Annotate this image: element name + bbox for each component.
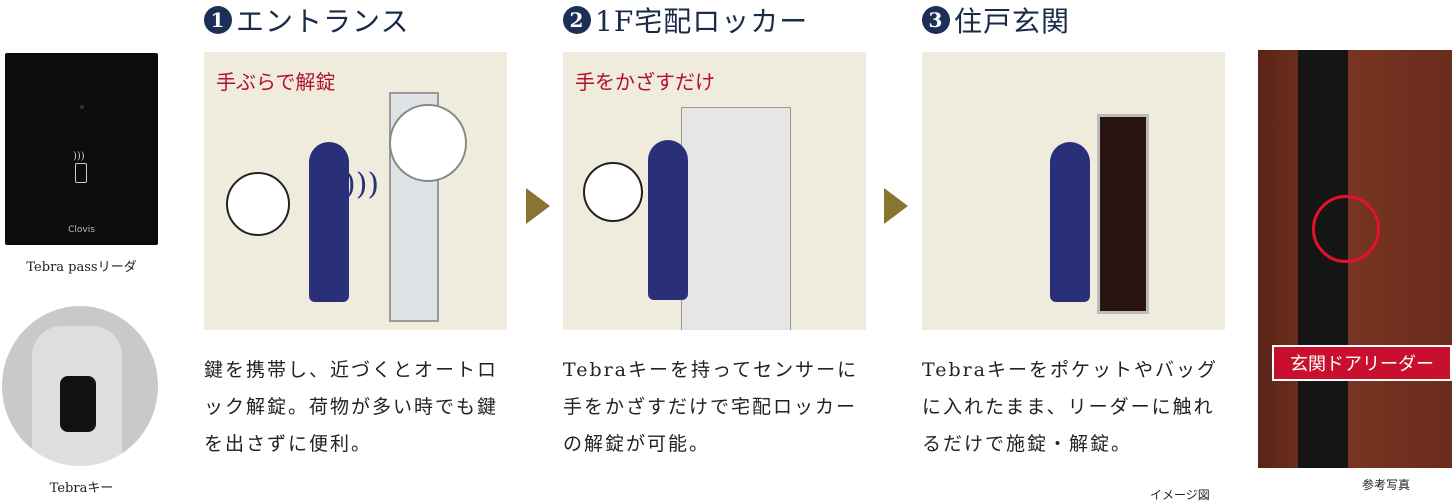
step-3-description: Tebraキーをポケットやバッグに入れたまま、リーダーに触れるだけで施錠・解錠。 <box>922 359 1219 455</box>
tebra-pass-reader-image: ))) Clovis <box>5 53 158 245</box>
step-1-illustration: 手ぶらで解錠 ))) <box>204 52 507 330</box>
person-icon <box>648 140 688 300</box>
reader-callout-icon <box>389 104 467 182</box>
person-icon <box>1050 142 1090 302</box>
tebra-key-image <box>2 306 158 466</box>
next-arrow-icon <box>884 188 908 224</box>
reader-logo: Clovis <box>68 225 95 235</box>
door-reader-label: 玄関ドアリーダー <box>1272 345 1452 381</box>
step-tag: 手をかざすだけ <box>575 70 715 94</box>
wireless-icon: ))) <box>73 151 85 162</box>
locker-icon <box>681 107 791 330</box>
step-title-text: 住戸玄関 <box>954 5 1071 38</box>
key-caption: Tebraキー <box>49 481 114 496</box>
photo-caption: 参考写真 <box>1362 478 1411 492</box>
step-tag: 手ぶらで解錠 <box>216 70 336 94</box>
step-title-text: エントランス <box>236 5 410 38</box>
door-reader-photo <box>1258 50 1452 468</box>
indicator-dot <box>80 105 84 109</box>
key-callout-icon <box>583 162 643 222</box>
step-1-description: 鍵を携帯し、近づくとオートロック解錠。荷物が多い時でも鍵を出さずに便利。 <box>204 359 499 455</box>
signal-waves-icon: ))) <box>344 167 380 202</box>
step-number: 2 <box>563 6 591 34</box>
image-note: イメージ図 <box>1150 488 1210 502</box>
reader-caption: Tebra passリーダ <box>26 260 137 275</box>
step-3-illustration <box>922 52 1225 330</box>
key-fob-icon <box>60 376 96 432</box>
highlight-circle <box>1312 195 1380 263</box>
step-2-description: Tebraキーを持ってセンサーに手をかざすだけで宅配ロッカーの解錠が可能。 <box>563 359 859 455</box>
person-icon <box>309 142 349 302</box>
next-arrow-icon <box>526 188 550 224</box>
step-number: 3 <box>922 6 950 34</box>
door-icon <box>1097 114 1149 314</box>
step-title-text: 1F宅配ロッカー <box>595 5 809 38</box>
step-number: 1 <box>204 6 232 34</box>
phone-icon <box>75 163 87 183</box>
key-callout-icon <box>226 172 290 236</box>
step-2-illustration: 手をかざすだけ <box>563 52 866 330</box>
